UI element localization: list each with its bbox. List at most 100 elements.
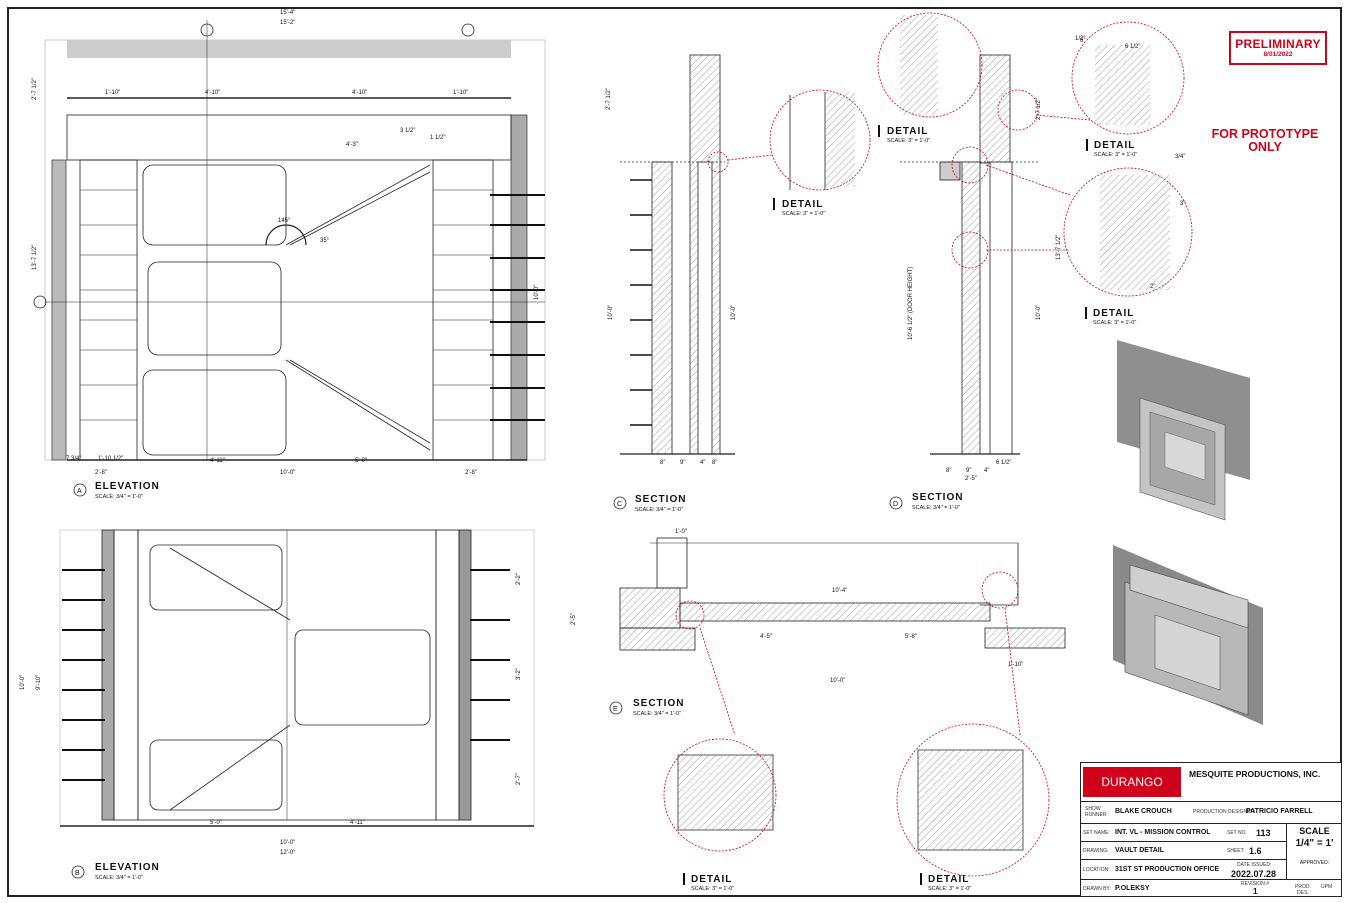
iso-render-angle <box>1113 545 1263 725</box>
drawing-sheet <box>7 7 1342 897</box>
dim-a-b4: 2'-8" <box>465 470 477 476</box>
svg-text:2'-7 1/2": 2'-7 1/2" <box>1036 98 1042 120</box>
prototype-line2: ONLY <box>1248 140 1282 154</box>
row-show: SHOW RUNNER: BLAKE CROUCH PRODUCTION DES… <box>1081 801 1341 824</box>
svg-text:6": 6" <box>1080 38 1085 44</box>
dim-a-w4: 1'-10" <box>453 90 468 96</box>
svg-text:5'-8": 5'-8" <box>905 634 917 640</box>
dim-b-r3: 2'-7" <box>516 773 522 785</box>
row-drawn: DRAWN BY: P.OLEKSY REVISION # 1 PROD. DE… <box>1081 879 1341 897</box>
svg-text:SECTION: SECTION <box>912 492 963 503</box>
svg-text:ELEVATION: ELEVATION <box>95 862 160 873</box>
svg-text:SCALE: 3/4" = 1'-0": SCALE: 3/4" = 1'-0" <box>633 711 681 717</box>
view-captions: A ELEVATION SCALE: 3/4" = 1'-0" B ELEVAT… <box>71 125 1137 892</box>
svg-text:A: A <box>77 488 82 495</box>
svg-text:SCALE: 3" = 1'-0": SCALE: 3" = 1'-0" <box>928 886 971 892</box>
svg-text:3": 3" <box>1180 201 1185 207</box>
dim-a-top2: 15'-2" <box>280 20 295 26</box>
svg-text:13'-7 1/2": 13'-7 1/2" <box>1056 235 1062 260</box>
dim-a-h3: 2'-7 1/2" <box>32 78 38 100</box>
svg-text:DETAIL: DETAIL <box>1094 140 1135 151</box>
svg-text:E: E <box>613 706 618 713</box>
dim-a-s2: 3 1/2" <box>400 128 415 134</box>
dim-b-b2: 12'-0" <box>280 850 295 856</box>
dim-a-h1: 13'-7 1/2" <box>32 245 38 270</box>
dim-a-b2: 10'-0" <box>280 470 295 476</box>
section-c <box>620 54 871 455</box>
svg-text:2'-7 1/2": 2'-7 1/2" <box>606 88 612 110</box>
svg-text:SCALE: 3" = 1'-0": SCALE: 3" = 1'-0" <box>691 886 734 892</box>
elevation-a-dims: 15'-4" 15'-2" 1'-10" 4'-10" 4'-10" 1'-10… <box>32 10 540 476</box>
prototype-line1: FOR PROTOTYPE <box>1211 127 1319 141</box>
title-block-company: MESQUITE PRODUCTIONS, INC. <box>1189 769 1321 779</box>
svg-text:3/4": 3/4" <box>1175 154 1185 160</box>
row-drawing: DRAWING: VAULT DETAIL SHEET: 1.6 <box>1081 841 1286 860</box>
svg-text:SCALE: 3" = 1'-0": SCALE: 3" = 1'-0" <box>1094 152 1137 158</box>
section-e <box>619 537 1066 877</box>
svg-text:10'-6 1/2" (DOOR HEIGHT): 10'-6 1/2" (DOOR HEIGHT) <box>908 267 914 340</box>
svg-text:DETAIL: DETAIL <box>782 199 823 210</box>
svg-text:8": 8" <box>946 468 951 474</box>
dim-b-h1: 10'-0" <box>20 675 26 690</box>
dim-a-w1: 1'-10" <box>105 90 120 96</box>
svg-text:2'-5": 2'-5" <box>965 476 977 482</box>
svg-text:C: C <box>617 501 622 508</box>
scale-box: SCALE 1/4" = 1' APPROVED: <box>1286 823 1342 879</box>
svg-text:6 1/2": 6 1/2" <box>996 460 1011 466</box>
elevation-a <box>33 20 546 461</box>
svg-text:D: D <box>893 501 898 508</box>
svg-text:10'-0": 10'-0" <box>731 305 737 320</box>
dim-a-w2: 4'-10" <box>205 90 220 96</box>
preliminary-stamp: PRELIMINARY 8/01/2022 <box>1229 31 1327 65</box>
dim-b-r1: 2'-2" <box>516 573 522 585</box>
svg-text:1'-0": 1'-0" <box>675 529 687 535</box>
svg-text:SCALE: 3" = 1'-0": SCALE: 3" = 1'-0" <box>1093 320 1136 326</box>
dim-b-b3: 5'-0" <box>210 820 222 826</box>
svg-text:10'-0": 10'-0" <box>1036 305 1042 320</box>
dim-a-b3: 5'-0" <box>355 458 367 464</box>
svg-text:SCALE: 3" = 1'-0": SCALE: 3" = 1'-0" <box>887 138 930 144</box>
elevation-b-dims: 10'-0" 9'-10" 10'-0" 12'-0" 5'-0" 4'-11"… <box>20 573 522 856</box>
svg-text:SCALE: 3/4" = 1'-0": SCALE: 3/4" = 1'-0" <box>95 875 143 881</box>
section-c-dims: 2'-7 1/2" 10'-0" 10'-0" 8" 9" 4" 8" <box>606 88 737 466</box>
svg-text:DETAIL: DETAIL <box>887 126 928 137</box>
dim-a-b6: 7 3/4" <box>66 456 81 462</box>
svg-text:8": 8" <box>660 460 665 466</box>
svg-text:ELEVATION: ELEVATION <box>95 481 160 492</box>
svg-text:4'-5": 4'-5" <box>760 634 772 640</box>
dim-a-b5: 4'-11" <box>210 458 225 464</box>
section-d <box>877 12 1193 455</box>
svg-text:1/2": 1/2" <box>1075 36 1085 42</box>
dim-b-r2: 3'-2" <box>516 668 522 680</box>
svg-text:1'-10": 1'-10" <box>1008 662 1023 668</box>
prototype-notice: FOR PROTOTYPE ONLY <box>1190 128 1340 154</box>
section-d-dims: 2'-7 1/2" 10'-0" 13'-7 1/2" 10'-6 1/2" (… <box>908 36 1185 482</box>
svg-text:2'-5": 2'-5" <box>571 613 577 625</box>
dim-a-b1: 2'-8" <box>95 470 107 476</box>
dim-a-b7: 1'-10 1/2" <box>98 456 123 462</box>
svg-text:6 1/2": 6 1/2" <box>1125 44 1140 50</box>
svg-text:8": 8" <box>712 460 717 466</box>
dim-b-b4: 4'-11" <box>350 820 365 826</box>
iso-render-front <box>1117 340 1250 521</box>
svg-text:SCALE: 3/4" = 1'-0": SCALE: 3/4" = 1'-0" <box>912 505 960 511</box>
title-block: DURANGO 60623 MESQUITE PRODUCTIONS, INC.… <box>1080 762 1342 897</box>
svg-text:SCALE: 3/4" = 1'-0": SCALE: 3/4" = 1'-0" <box>635 507 683 513</box>
dim-a-w3: 4'-10" <box>352 90 367 96</box>
dim-b-b1: 10'-0" <box>280 840 295 846</box>
dim-a-ang: 145° <box>278 218 291 224</box>
stamp-date: 8/01/2022 <box>1263 51 1293 58</box>
dim-a-s1: 4'-3" <box>346 142 358 148</box>
svg-text:2": 2" <box>1150 284 1155 290</box>
svg-text:10'-4": 10'-4" <box>832 588 847 594</box>
stamp-title: PRELIMINARY <box>1235 37 1321 51</box>
svg-text:9": 9" <box>680 460 685 466</box>
svg-text:10'-0": 10'-0" <box>608 305 614 320</box>
svg-text:4": 4" <box>700 460 705 466</box>
dim-a-top1: 15'-4" <box>280 10 295 16</box>
svg-text:SCALE: 3/4" = 1'-0": SCALE: 3/4" = 1'-0" <box>95 494 143 500</box>
svg-text:SCALE: 3" = 1'-0": SCALE: 3" = 1'-0" <box>782 211 825 217</box>
dim-a-s3: 1 1/2" <box>430 135 445 141</box>
elevation-b <box>59 529 535 827</box>
